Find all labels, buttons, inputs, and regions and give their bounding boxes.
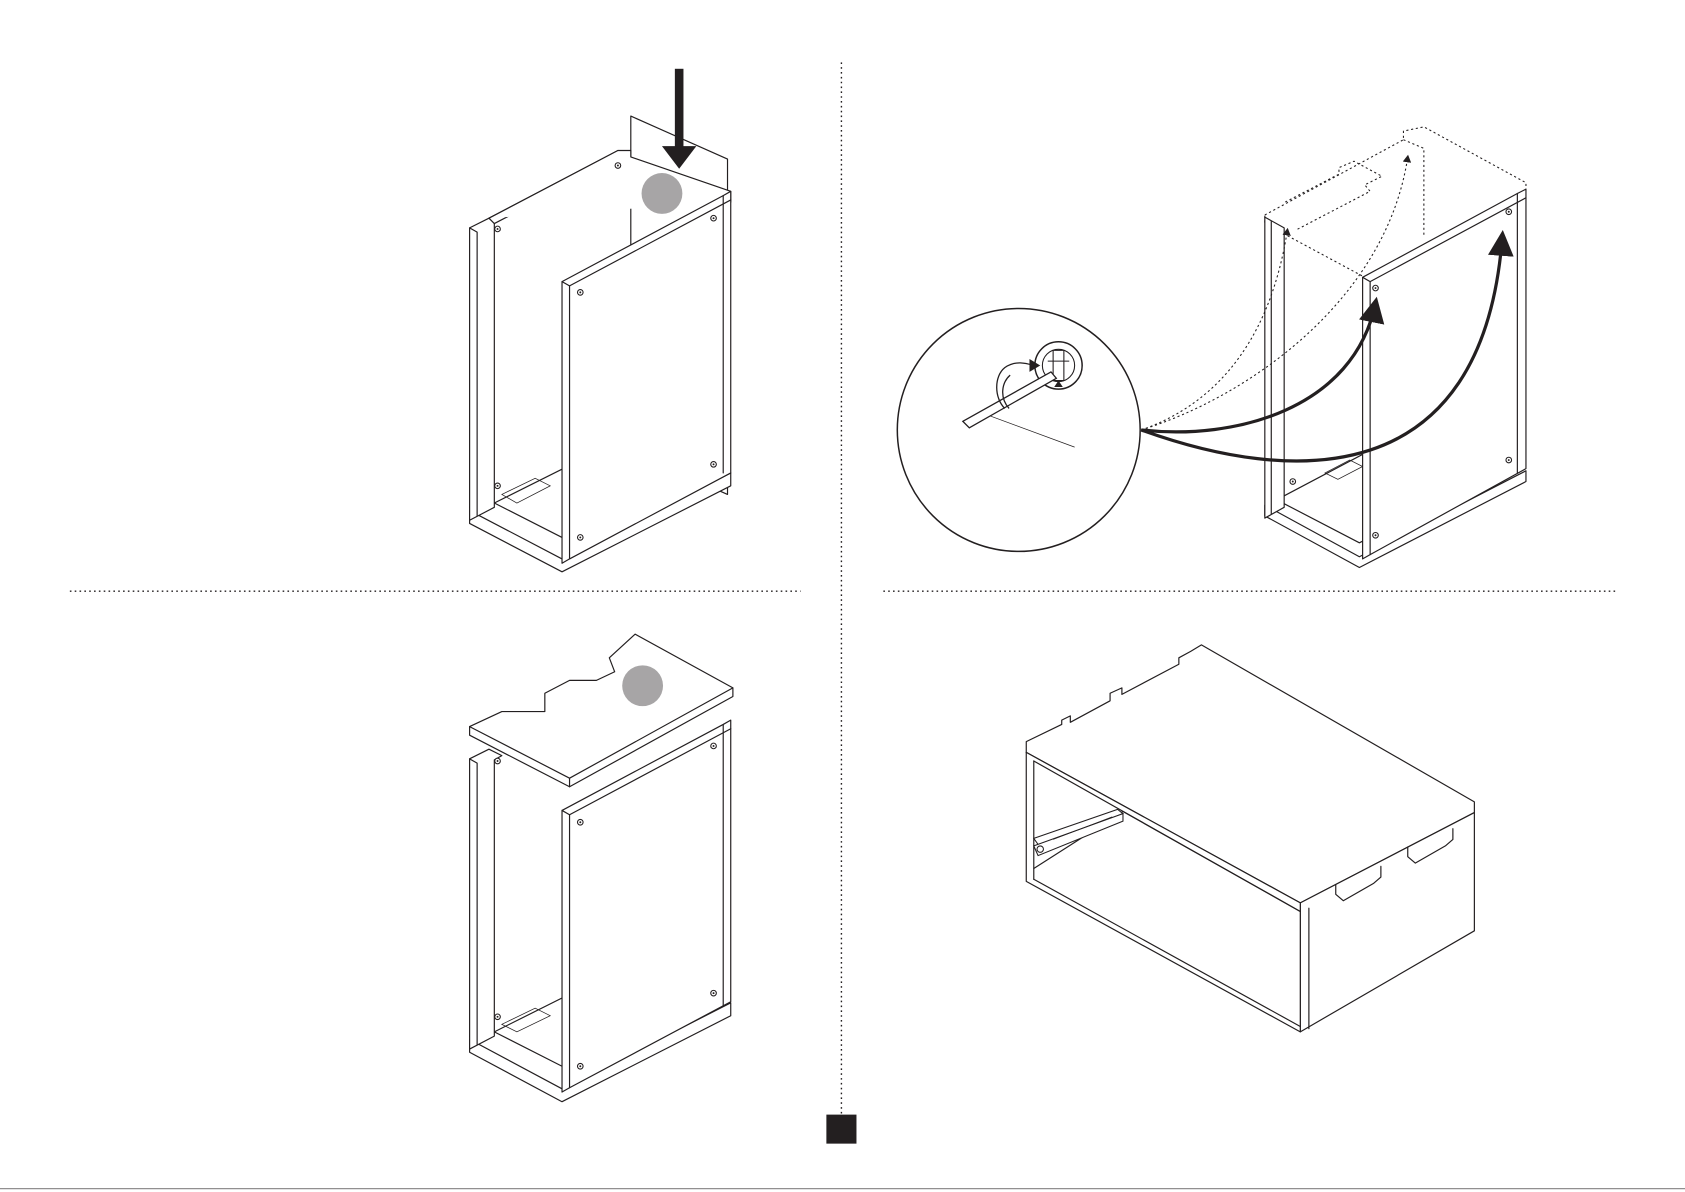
right-side-panel [562,191,731,563]
figure-finished-drawer-box [1026,645,1474,1032]
figure-tighten-cam-locks [897,127,1526,568]
screwdriver-detail-callout [897,308,1140,551]
figure-attach-top-panel [470,634,733,1102]
page-number-tab [826,1115,856,1144]
left-side-panel [470,749,502,1049]
part-marker-circle [622,665,663,706]
part-marker-circle [642,173,683,214]
figure-insert-back-panel [470,69,731,572]
